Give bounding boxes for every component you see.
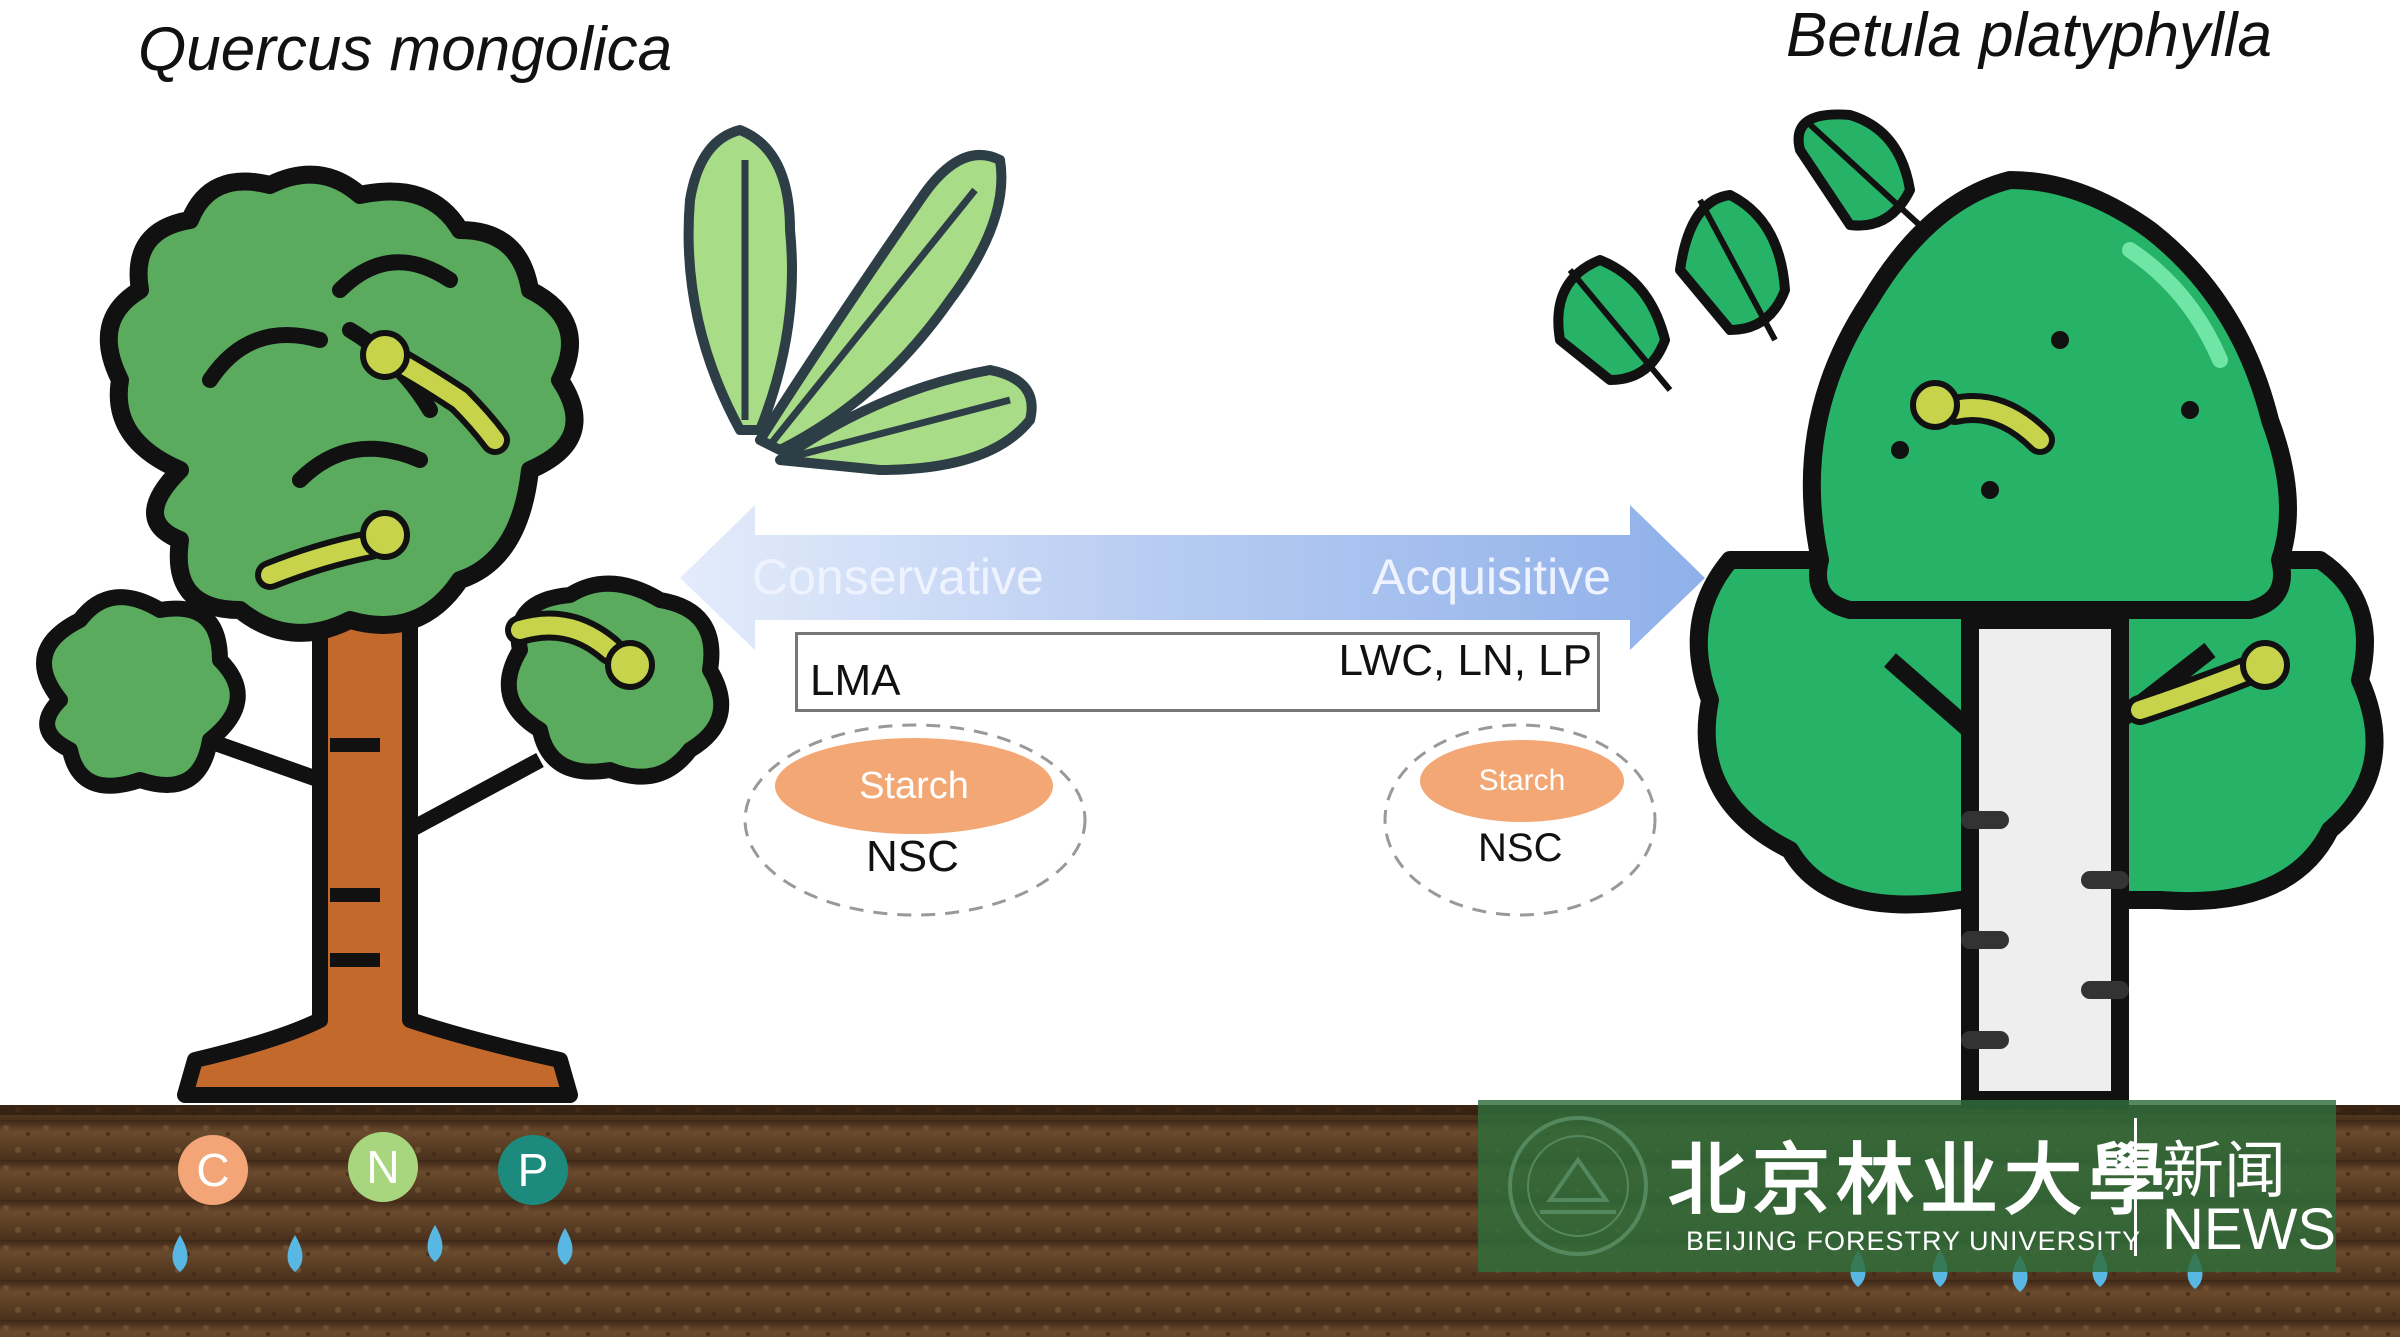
trait-left: LMA — [810, 656, 901, 705]
oak-tree — [36, 165, 730, 1103]
spectrum-arrow — [680, 505, 1705, 650]
watermark-panel — [1478, 1100, 2336, 1272]
nutrient-n: N — [348, 1132, 418, 1202]
conservative-label: Conservative — [752, 549, 1044, 605]
caterpillar-icon — [2125, 640, 2290, 725]
nutrient-p: P — [498, 1135, 568, 1205]
nsc-right: NSC — [1478, 826, 1563, 870]
caterpillar-icon — [255, 510, 410, 590]
starch-pill-right: Starch — [1420, 740, 1624, 822]
nsc-left: NSC — [866, 832, 959, 881]
birch-leaf-icon — [1553, 109, 1928, 392]
watermark-news-cn: 新闻 — [2162, 1134, 2287, 1207]
birch-tree — [1689, 171, 2384, 1109]
nutrient-c: C — [178, 1135, 248, 1205]
caterpillar-icon — [505, 610, 655, 690]
trait-right: LWC, LN, LP — [1338, 636, 1592, 685]
acquisitive-label: Acquisitive — [1372, 549, 1611, 605]
watermark-cn-name: 北京林业大學 — [1668, 1135, 2173, 1226]
caterpillar-icon — [360, 330, 510, 455]
reserve-outline-right — [1383, 723, 1657, 917]
oak-leaf-icon — [683, 125, 1037, 475]
caterpillar-icon — [1910, 380, 2055, 455]
trait-box — [795, 632, 1600, 712]
species-right-title: Betula platyphylla — [1786, 1, 2272, 70]
watermark-news-en: NEWS — [2162, 1197, 2336, 1262]
species-left-title: Quercus mongolica — [138, 15, 673, 84]
watermark-en-name: BEIJING FORESTRY UNIVERSITY — [1686, 1226, 2142, 1256]
starch-pill-left: Starch — [775, 738, 1053, 834]
watermark-divider — [2134, 1118, 2137, 1256]
reserve-outline-left — [743, 723, 1087, 917]
